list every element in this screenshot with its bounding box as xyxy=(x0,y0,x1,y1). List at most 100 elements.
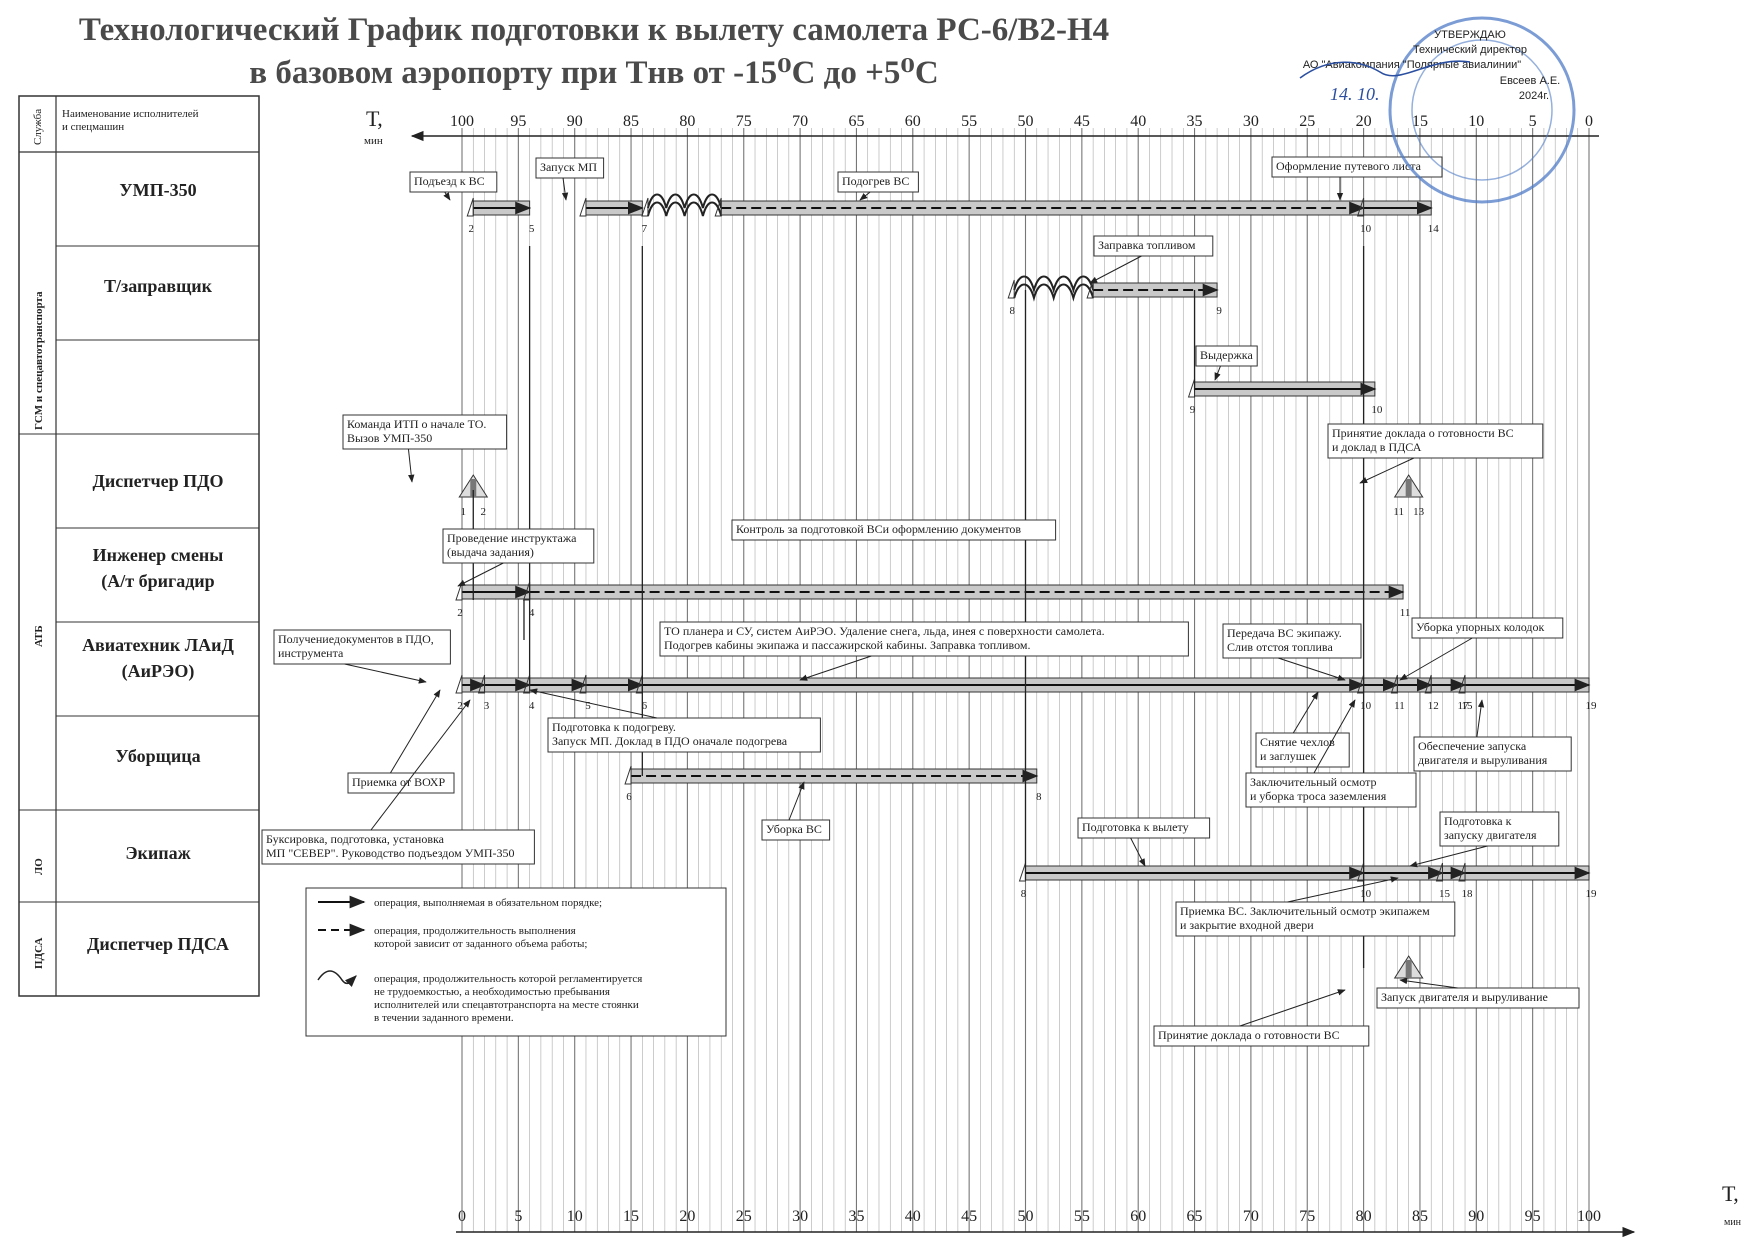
bar-cap xyxy=(1458,862,1466,882)
annotation-text: Принятие доклада о готовности ВС xyxy=(1332,426,1514,440)
annotation-text: Подготовка к подогреву. xyxy=(552,720,676,734)
row-label-4: Инженер смены xyxy=(93,545,224,565)
annotation-pointer xyxy=(370,699,471,831)
annotation-text: Принятие доклада о готовности ВС xyxy=(1158,1028,1340,1042)
event-number: 18 xyxy=(1462,888,1474,900)
operation-bar-3: 10 xyxy=(714,197,1372,235)
annotation-pointer xyxy=(788,781,805,821)
annotation-a9: Проведение инструктажа(выдача задания) xyxy=(442,528,595,587)
triangle-center xyxy=(470,479,477,497)
row-label-5: Авиатехник ЛАиД xyxy=(82,635,234,655)
top-tick-label: 100 xyxy=(450,113,474,130)
table-frame xyxy=(18,95,260,997)
annotation-text: Получениедокументов в ПДО, xyxy=(278,632,434,646)
top-tick-label: 35 xyxy=(1187,113,1203,130)
annotation-a15: Приемка от ВОХР xyxy=(347,689,455,794)
annotation-a3: Подогрев ВС xyxy=(837,171,919,201)
annotation-a25: Запуск двигателя и выруливание xyxy=(1376,977,1580,1009)
bar-cap xyxy=(455,674,463,694)
bar-cap xyxy=(455,581,463,601)
annotation-box xyxy=(535,157,605,179)
operation-bar-9: 11 xyxy=(522,581,1410,619)
operation-bar-6: 9 xyxy=(1086,279,1222,317)
bar-cap xyxy=(641,197,649,217)
bottom-tick-label: 80 xyxy=(1356,1208,1372,1225)
annotation-pointer xyxy=(859,191,871,201)
annotation-pointer xyxy=(457,562,504,587)
event-number: 10 xyxy=(1360,223,1372,235)
annotation-text: Подготовка к xyxy=(1444,814,1512,828)
bar-cap xyxy=(1018,862,1026,882)
event-number: 11 xyxy=(1394,700,1405,712)
wave-line xyxy=(1013,283,1095,302)
bottom-tick-label: 15 xyxy=(623,1208,639,1225)
top-tick-label: 45 xyxy=(1074,113,1090,130)
bottom-tick-label: 90 xyxy=(1468,1208,1484,1225)
bottom-tick-label: 50 xyxy=(1018,1208,1034,1225)
top-tick-label: 5 xyxy=(1529,113,1537,130)
bottom-tick-label: 30 xyxy=(792,1208,808,1225)
annotation-pointer xyxy=(407,448,415,483)
annotation-pointer xyxy=(1359,457,1415,484)
operation-bar-2 xyxy=(641,193,723,217)
bar-cap xyxy=(466,197,474,217)
operation-bar-12: 5 xyxy=(522,674,591,712)
wave-line xyxy=(646,193,723,209)
annotation-pointer xyxy=(443,191,451,201)
approval-line1: УТВЕРЖДАЮ xyxy=(1434,29,1506,41)
annotation-text: (выдача задания) xyxy=(447,545,534,559)
annotation-box xyxy=(1077,817,1211,839)
event-number: 15 xyxy=(1439,888,1451,900)
stamp-outer-ring xyxy=(1388,16,1576,204)
row-label-6: Уборщица xyxy=(115,746,200,766)
top-tick-label: 80 xyxy=(679,113,695,130)
row-label-4: (А/т бригадир xyxy=(101,571,214,592)
bottom-tick-label: 20 xyxy=(679,1208,695,1225)
event-number: 2 xyxy=(469,223,475,235)
bar-cap xyxy=(579,197,587,217)
triangle-center xyxy=(1405,479,1412,497)
annotation-a8: Принятие доклада о готовности ВСи доклад… xyxy=(1327,423,1544,484)
annotation-text: Заправка топливом xyxy=(1098,238,1196,252)
annotation-text: Приемка от ВОХР xyxy=(352,775,445,789)
annotation-box xyxy=(837,171,919,193)
bottom-tick-label: 95 xyxy=(1525,1208,1541,1225)
annotation-a24: Приемка ВС. Заключительный осмотр экипаж… xyxy=(1175,876,1456,937)
operation-bar-5: 8 xyxy=(1007,275,1095,317)
top-tick-label: 70 xyxy=(792,113,808,130)
bottom-tick-label: 35 xyxy=(848,1208,864,1225)
event-number: 4 xyxy=(529,607,535,619)
annotation-box xyxy=(347,772,455,794)
annotation-pointer xyxy=(344,663,427,684)
row-label-3: Диспетчер ПДО xyxy=(93,471,224,491)
top-tick-label: 25 xyxy=(1299,113,1315,130)
handwritten-date: 14. 10. xyxy=(1330,84,1380,104)
bottom-tick-label: 0 xyxy=(458,1208,466,1225)
annotation-box xyxy=(1413,736,1572,772)
event-number: 8 xyxy=(1036,791,1042,803)
bottom-tick-label: 65 xyxy=(1187,1208,1203,1225)
annotation-pointer xyxy=(1089,255,1142,284)
operation-bar-13: 6 xyxy=(579,674,648,712)
bottom-axis-unit: мин xyxy=(1724,1217,1742,1228)
top-tick-label: 85 xyxy=(623,113,639,130)
annotation-box xyxy=(659,621,1189,657)
annotation-pointer xyxy=(529,688,658,719)
connector-lines xyxy=(472,246,1365,968)
annotation-box xyxy=(409,171,498,193)
event-number: 6 xyxy=(642,700,648,712)
bottom-tick-label: 40 xyxy=(905,1208,921,1225)
annotation-a12: ТО планера и СУ, систем АиРЭО. Удаление … xyxy=(659,621,1189,681)
event-number: 19 xyxy=(1586,888,1598,900)
top-tick-label: 20 xyxy=(1356,113,1372,130)
annotation-box xyxy=(442,528,595,564)
legend: операция, выполняемая в обязательном пор… xyxy=(305,887,727,1037)
